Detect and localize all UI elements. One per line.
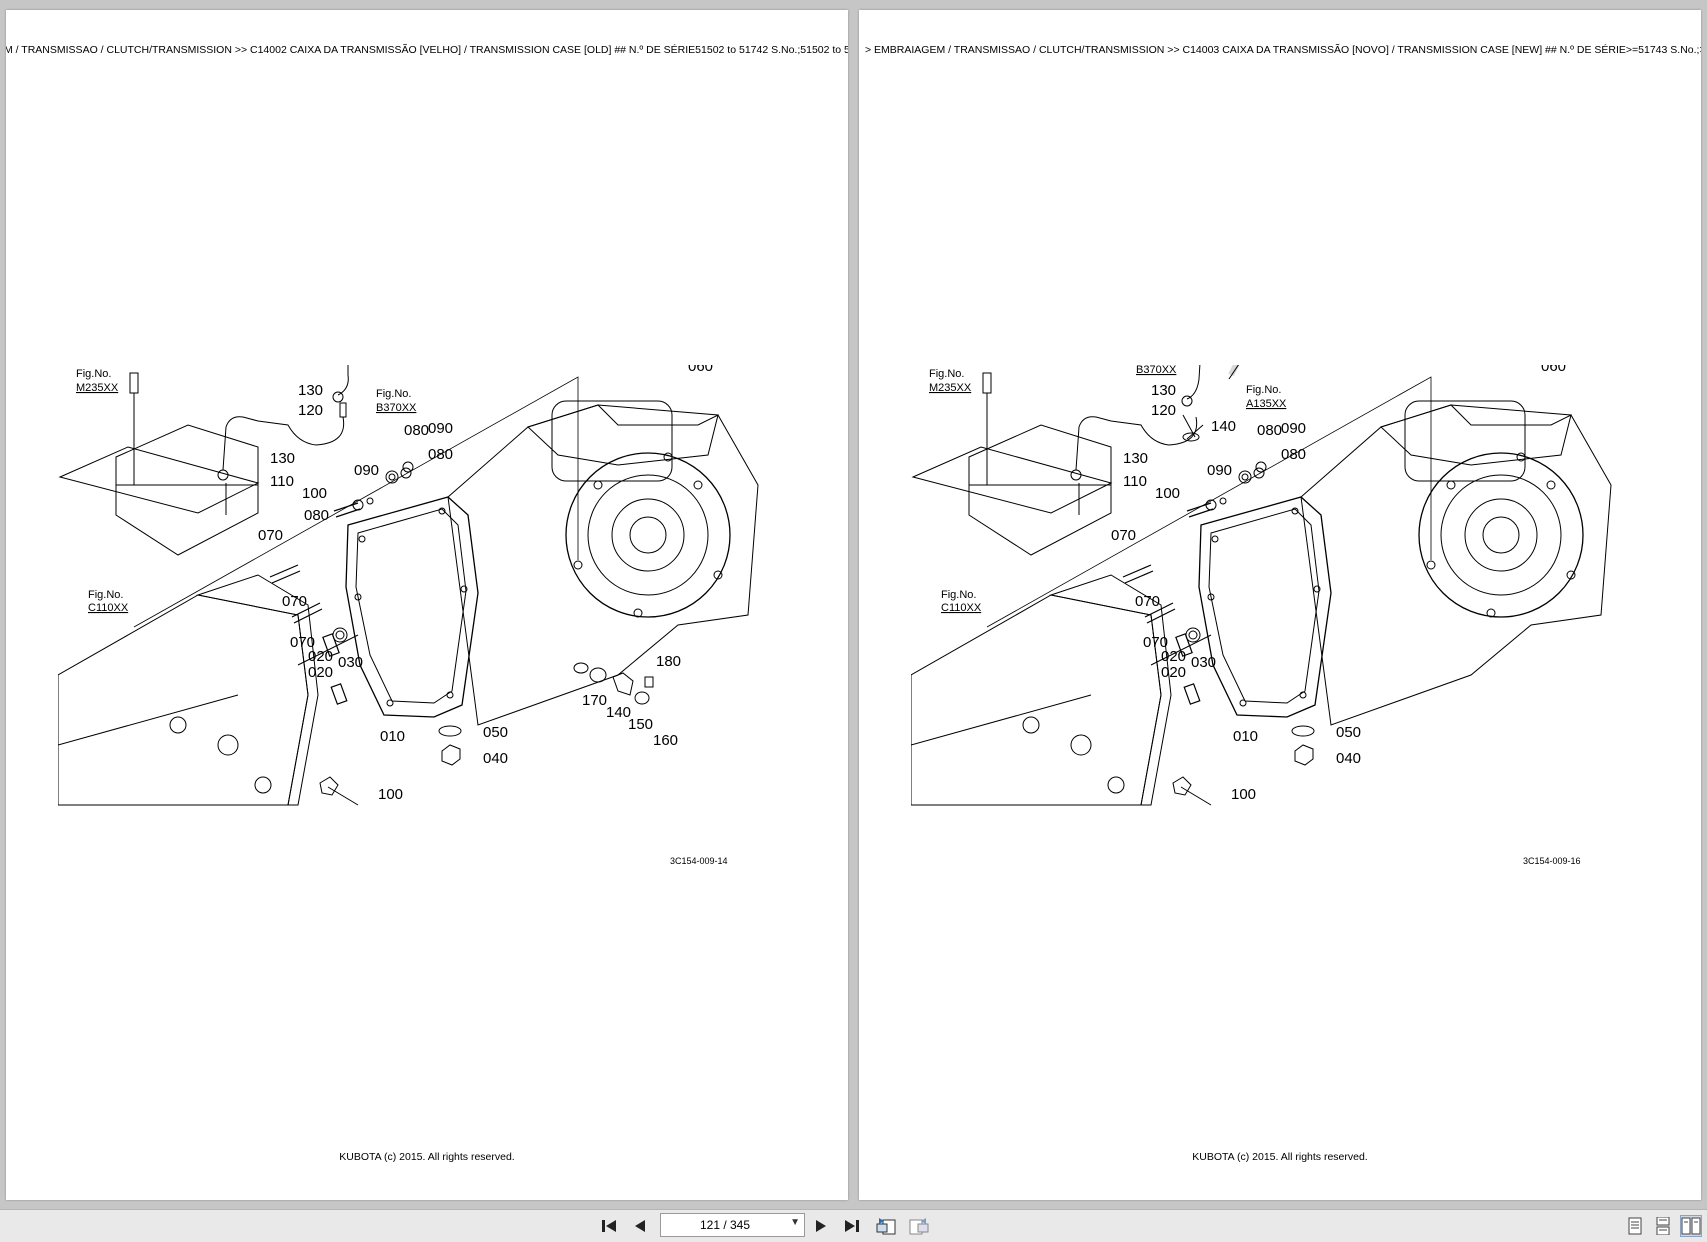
svg-text:030: 030 <box>338 654 363 671</box>
svg-text:C110XX: C110XX <box>941 602 982 614</box>
rotate-left-button[interactable] <box>873 1213 899 1239</box>
svg-text:020: 020 <box>308 664 333 681</box>
svg-text:M235XX: M235XX <box>76 382 119 394</box>
svg-text:Fig.No.: Fig.No. <box>88 589 123 601</box>
first-page-icon <box>602 1220 616 1232</box>
copyright-notice: KUBOTA (c) 2015. All rights reserved. <box>1192 1151 1368 1163</box>
svg-text:110: 110 <box>270 473 294 490</box>
svg-text:060: 060 <box>588 365 613 369</box>
svg-text:030: 030 <box>1191 654 1216 671</box>
svg-text:100: 100 <box>1155 485 1180 502</box>
first-page-button[interactable] <box>596 1213 622 1239</box>
svg-text:Fig.No.: Fig.No. <box>376 388 411 400</box>
svg-text:130: 130 <box>298 382 323 399</box>
svg-text:060: 060 <box>1441 365 1466 369</box>
svg-text:090: 090 <box>428 420 453 437</box>
svg-text:160: 160 <box>653 732 678 749</box>
svg-text:B370XX: B370XX <box>376 402 417 414</box>
continuous-view-button[interactable] <box>1652 1215 1674 1237</box>
svg-text:140: 140 <box>1211 418 1236 435</box>
svg-text:B370XX: B370XX <box>1136 365 1177 376</box>
svg-text:070: 070 <box>1135 593 1160 610</box>
chevron-down-icon: ▼ <box>790 1217 800 1228</box>
previous-page-button[interactable] <box>627 1213 653 1239</box>
document-page-left: M / TRANSMISSAO / CLUTCH/TRANSMISSION >>… <box>6 10 848 1200</box>
rotate-left-icon <box>876 1218 896 1235</box>
svg-text:130: 130 <box>1123 450 1148 467</box>
svg-text:080: 080 <box>404 422 429 439</box>
single-page-view-button[interactable] <box>1624 1215 1646 1237</box>
fig-callouts: Fig.No. M235XX Fig.No. B370XX Fig.No. C1… <box>76 368 417 614</box>
svg-text:050: 050 <box>483 724 508 741</box>
last-page-button[interactable] <box>839 1213 865 1239</box>
svg-text:3C154-009-14: 3C154-009-14 <box>670 856 728 866</box>
svg-text:130: 130 <box>1151 382 1176 399</box>
svg-text:080: 080 <box>1281 446 1306 463</box>
viewer-toolbar: 121 / 345 ▼ <box>0 1209 1707 1242</box>
svg-text:140: 140 <box>606 704 631 721</box>
svg-text:070: 070 <box>258 527 283 544</box>
svg-text:M235XX: M235XX <box>929 382 972 394</box>
rotate-right-button[interactable] <box>906 1213 932 1239</box>
svg-text:120: 120 <box>1151 402 1176 419</box>
page-number-select[interactable]: 121 / 345 ▼ <box>660 1213 805 1237</box>
svg-text:120: 120 <box>298 402 323 419</box>
svg-text:Fig.No.: Fig.No. <box>1246 384 1281 396</box>
svg-text:100: 100 <box>1231 786 1256 803</box>
previous-page-icon <box>635 1220 645 1232</box>
svg-text:060: 060 <box>688 365 713 375</box>
rotate-right-icon <box>909 1218 929 1235</box>
next-page-icon <box>816 1220 826 1232</box>
svg-text:130: 130 <box>270 450 295 467</box>
svg-text:070: 070 <box>1143 634 1168 651</box>
continuous-view-icon <box>1656 1217 1670 1235</box>
last-page-icon <box>845 1220 859 1232</box>
document-page-right: > EMBRAIAGEM / TRANSMISSAO / CLUTCH/TRAN… <box>859 10 1701 1200</box>
page-indicator: 121 / 345 <box>699 1218 751 1232</box>
svg-text:010: 010 <box>380 728 405 745</box>
svg-text:Fig.No.: Fig.No. <box>929 368 964 380</box>
svg-text:C110XX: C110XX <box>88 602 129 614</box>
svg-text:080: 080 <box>1257 422 1282 439</box>
svg-text:020: 020 <box>1161 664 1186 681</box>
svg-text:080: 080 <box>304 507 329 524</box>
next-page-button[interactable] <box>808 1213 834 1239</box>
fig-callouts: Fig.No. M235XX Fig.No. B370XX Fig.No. A1… <box>929 365 1287 614</box>
svg-text:100: 100 <box>378 786 403 803</box>
svg-text:070: 070 <box>1111 527 1136 544</box>
svg-text:040: 040 <box>1336 750 1361 767</box>
svg-text:020: 020 <box>1161 648 1186 665</box>
transmission-case-new-diagram: Fig.No. M235XX Fig.No. B370XX Fig.No. A1… <box>911 365 1612 866</box>
svg-text:100: 100 <box>302 485 327 502</box>
svg-text:070: 070 <box>290 634 315 651</box>
copyright-notice: KUBOTA (c) 2015. All rights reserved. <box>339 1151 515 1163</box>
svg-text:3C154-009-16: 3C154-009-16 <box>1523 856 1581 866</box>
svg-text:050: 050 <box>1336 724 1361 741</box>
two-page-view-button[interactable] <box>1680 1215 1702 1237</box>
svg-text:070: 070 <box>282 593 307 610</box>
part-reference-numbers: 060 060 130 120 130 110 080 090 080 090 … <box>258 365 728 866</box>
two-page-view-icon <box>1681 1217 1701 1235</box>
svg-text:010: 010 <box>1233 728 1258 745</box>
svg-text:090: 090 <box>354 462 379 479</box>
transmission-case-old-diagram: Fig.No. M235XX Fig.No. B370XX Fig.No. C1… <box>58 365 759 866</box>
svg-text:170: 170 <box>582 692 607 709</box>
single-page-view-icon <box>1628 1217 1642 1235</box>
page-breadcrumb-header: > EMBRAIAGEM / TRANSMISSAO / CLUTCH/TRAN… <box>865 44 1701 56</box>
part-reference-numbers: 060 060 130 120 140 130 110 080 090 080 … <box>1111 365 1581 866</box>
svg-text:150: 150 <box>628 716 653 733</box>
svg-text:Fig.No.: Fig.No. <box>76 368 111 380</box>
page-breadcrumb-header: M / TRANSMISSAO / CLUTCH/TRANSMISSION >>… <box>6 44 848 56</box>
svg-text:080: 080 <box>428 446 453 463</box>
svg-text:110: 110 <box>1123 473 1147 490</box>
svg-text:020: 020 <box>308 648 333 665</box>
svg-text:Fig.No.: Fig.No. <box>941 589 976 601</box>
svg-text:060: 060 <box>1541 365 1566 375</box>
svg-text:090: 090 <box>1281 420 1306 437</box>
svg-text:090: 090 <box>1207 462 1232 479</box>
svg-text:180: 180 <box>656 653 681 670</box>
svg-text:040: 040 <box>483 750 508 767</box>
svg-text:A135XX: A135XX <box>1246 398 1287 410</box>
